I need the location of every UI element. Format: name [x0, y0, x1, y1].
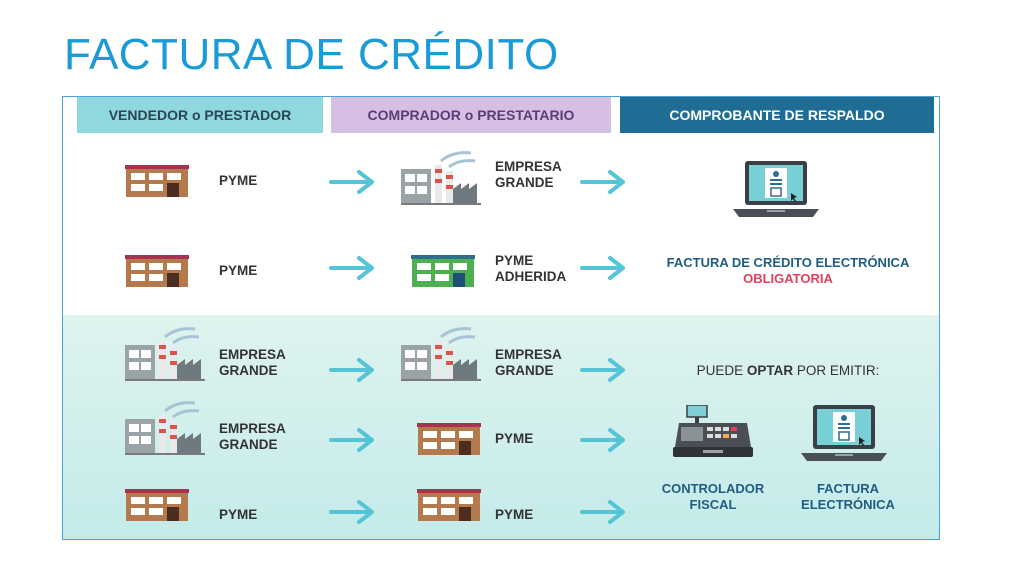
arrow-right-icon [329, 427, 375, 453]
header-voucher: COMPROBANTE DE RESPALDO [620, 97, 934, 133]
option-fiscal-controller: CONTROLADOR FISCAL [661, 481, 765, 512]
arrow-right-icon [329, 169, 375, 195]
slide-title: FACTURA DE CRÉDITO [64, 30, 559, 79]
laptop-invoice-icon [799, 403, 889, 465]
row-2-seller-label: PYME [219, 263, 258, 278]
cash-register-icon [673, 405, 753, 457]
factory-icon [125, 399, 205, 455]
arrow-right-icon [580, 255, 626, 281]
pyme-building-icon [417, 489, 481, 521]
row-4-buyer-label: PYME [495, 431, 534, 446]
arrow-right-icon [580, 427, 626, 453]
header-buyer: COMPRADOR o PRESTATARIO [331, 97, 611, 133]
header-seller: VENDEDOR o PRESTADOR [77, 97, 323, 133]
arrow-right-icon [329, 255, 375, 281]
option-electronic-invoice: FACTURA ELECTRÓNICA [801, 481, 895, 512]
pyme-building-icon [125, 255, 189, 287]
factory-icon [401, 149, 481, 205]
pyme-building-icon [417, 423, 481, 455]
mandatory-electronic-invoice: FACTURA DE CRÉDITO ELECTRÓNICA OBLIGATOR… [666, 255, 910, 286]
arrow-right-icon [580, 357, 626, 383]
factory-icon [125, 325, 205, 381]
laptop-invoice-icon [731, 159, 821, 221]
factory-icon [401, 325, 481, 381]
pyme-building-icon [125, 489, 189, 521]
arrow-right-icon [580, 499, 626, 525]
pyme-building-icon [125, 165, 189, 197]
credit-invoice-diagram: VENDEDOR o PRESTADOR COMPRADOR o PRESTAT… [62, 96, 940, 540]
row-1-seller-label: PYME [219, 173, 258, 188]
pyme-green-building-icon [411, 255, 475, 287]
optional-intro: PUEDE OPTAR POR EMITIR: [696, 363, 880, 378]
row-5-seller-label: PYME [219, 507, 258, 522]
arrow-right-icon [580, 169, 626, 195]
row-5-buyer-label: PYME [495, 507, 534, 522]
arrow-right-icon [329, 499, 375, 525]
optional-section-background [63, 315, 939, 539]
arrow-right-icon [329, 357, 375, 383]
